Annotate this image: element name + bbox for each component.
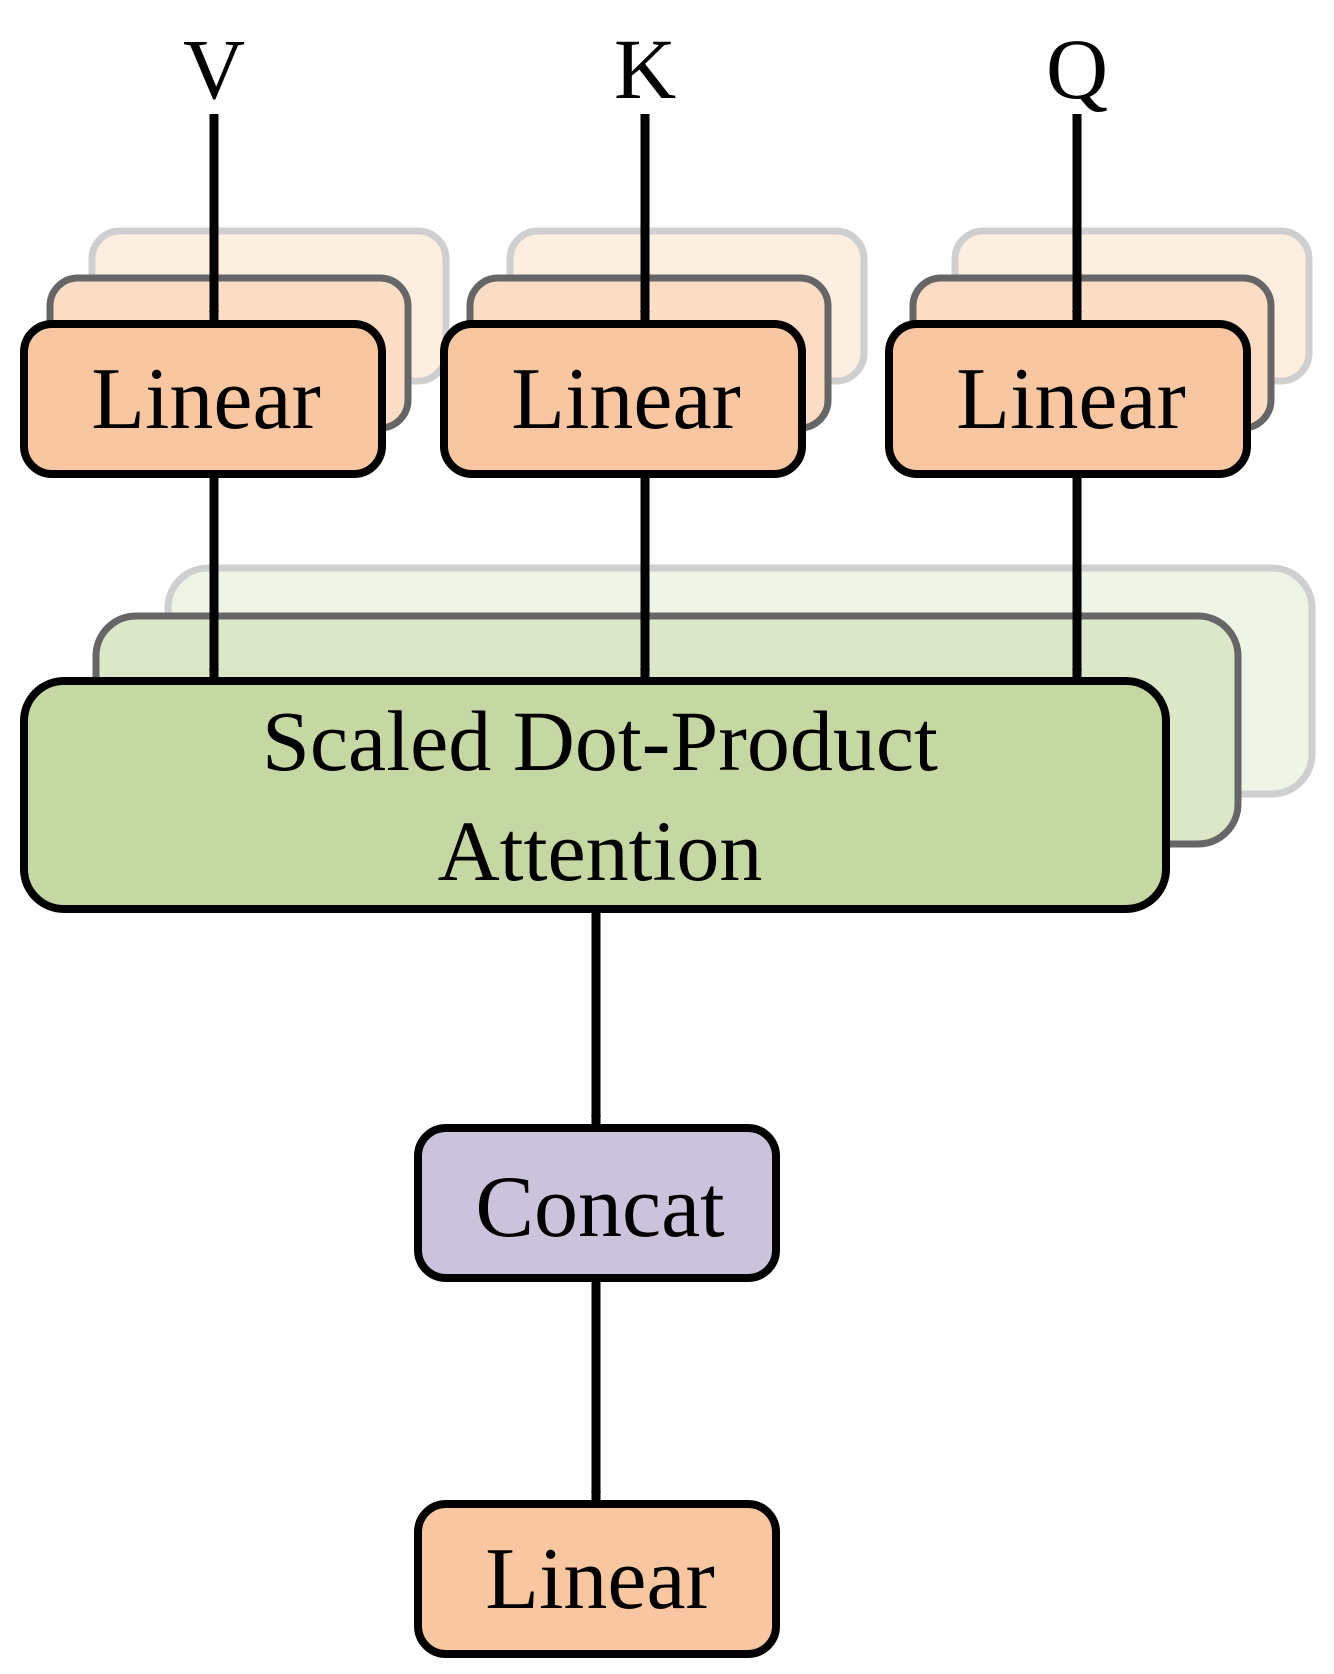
input-label-v: V	[183, 21, 245, 117]
concat-label: Concat	[475, 1159, 724, 1256]
linear-label-q: Linear	[956, 351, 1186, 448]
attention-block: Scaled Dot-Product Attention	[20, 677, 1170, 913]
linear-block-v: Linear	[20, 320, 386, 478]
linear-block-k: Linear	[440, 320, 806, 478]
linear-block-output: Linear	[414, 1500, 780, 1658]
linear-label-v: Linear	[91, 351, 321, 448]
attention-label-line2: Attention	[438, 803, 763, 899]
linear-block-q: Linear	[885, 320, 1251, 478]
input-label-q: Q	[1046, 21, 1108, 117]
attention-label-line1: Scaled Dot-Product	[262, 693, 938, 789]
linear-label-output: Linear	[485, 1531, 715, 1628]
concat-block: Concat	[414, 1124, 780, 1282]
input-label-k: K	[614, 21, 676, 117]
linear-label-k: Linear	[511, 351, 741, 448]
